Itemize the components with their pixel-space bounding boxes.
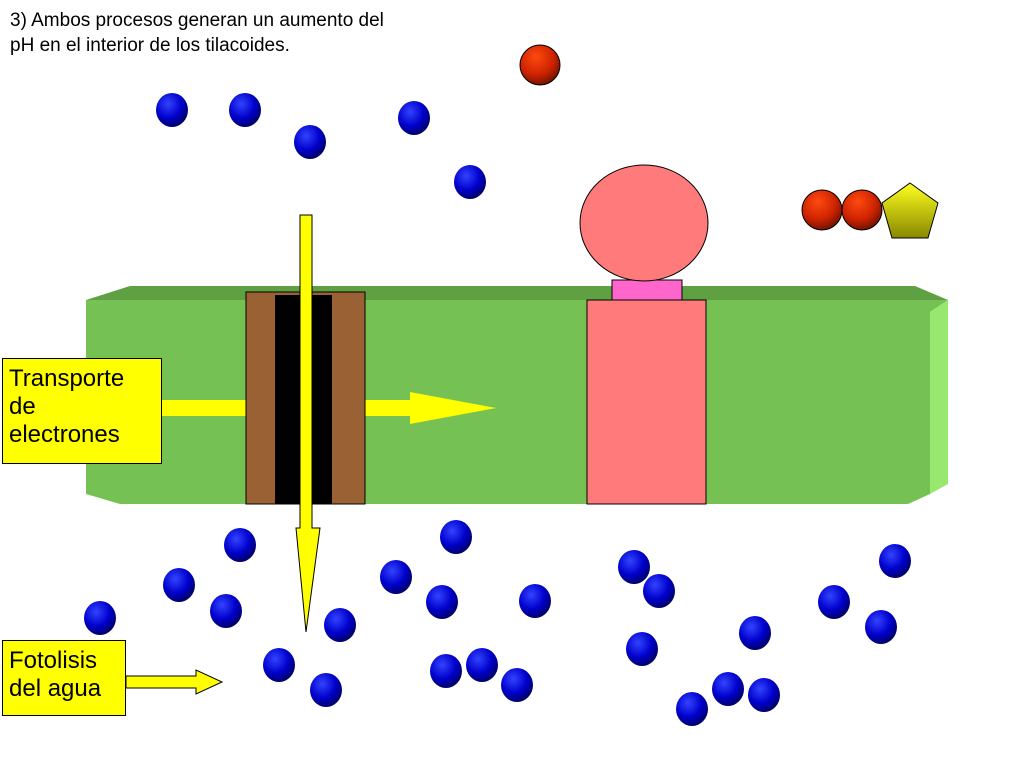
phosphate-sphere bbox=[801, 189, 843, 231]
proton-sphere bbox=[156, 93, 188, 127]
proton-sphere bbox=[626, 632, 658, 666]
heading-line-1: 3) Ambos procesos generan un aumento del bbox=[10, 10, 384, 31]
free-phosphate-sphere bbox=[519, 44, 561, 86]
stroma-protons bbox=[156, 93, 486, 199]
membrane-top-face bbox=[86, 286, 948, 300]
proton-sphere bbox=[163, 568, 195, 602]
label-electron-transport: Transporte de electrones bbox=[2, 358, 162, 464]
heading-line-2: pH en el interior de los tilacoides. bbox=[10, 35, 290, 56]
proton-sphere bbox=[739, 616, 771, 650]
lumen-protons bbox=[84, 520, 911, 726]
atp-synthase-head bbox=[579, 164, 709, 282]
proton-sphere bbox=[501, 668, 533, 702]
label-water-photolysis-line-2: del agua bbox=[9, 675, 102, 702]
proton-sphere bbox=[818, 585, 850, 619]
phosphate-sphere bbox=[841, 189, 883, 231]
photolysis-arrow bbox=[125, 669, 224, 695]
proton-sphere bbox=[519, 584, 551, 618]
atp-synthase bbox=[579, 164, 709, 505]
label-water-photolysis: Fotolisis del agua bbox=[2, 640, 126, 716]
proton-sphere bbox=[879, 544, 911, 578]
label-electron-transport-line-1: Transporte bbox=[9, 365, 125, 392]
atp-synthase-base bbox=[586, 299, 707, 505]
proton-sphere bbox=[426, 585, 458, 619]
proton-sphere bbox=[440, 520, 472, 554]
proton-sphere bbox=[210, 594, 242, 628]
proton-sphere bbox=[324, 608, 356, 642]
proton-sphere bbox=[643, 574, 675, 608]
proton-sphere bbox=[618, 550, 650, 584]
proton-sphere bbox=[398, 101, 430, 135]
atp-synthase-stalk bbox=[611, 279, 683, 301]
label-electron-transport-line-3: electrones bbox=[9, 421, 120, 448]
label-electron-transport-line-2: de bbox=[9, 393, 36, 420]
label-water-photolysis-line-1: Fotolisis bbox=[9, 647, 98, 674]
proton-sphere bbox=[229, 93, 261, 127]
proton-sphere bbox=[676, 692, 708, 726]
proton-sphere bbox=[263, 648, 295, 682]
vertical-yellow-arrow bbox=[295, 214, 321, 633]
proton-sphere bbox=[712, 672, 744, 706]
diagram-heading: 3) Ambos procesos generan un aumento del… bbox=[10, 8, 480, 58]
proton-sphere bbox=[466, 648, 498, 682]
proton-sphere bbox=[454, 165, 486, 199]
proton-sphere bbox=[430, 654, 462, 688]
thylakoid-membrane bbox=[86, 286, 948, 504]
proton-sphere bbox=[380, 560, 412, 594]
proton-sphere bbox=[748, 678, 780, 712]
proton-sphere bbox=[865, 610, 897, 644]
proton-sphere bbox=[84, 601, 116, 635]
proton-sphere bbox=[310, 673, 342, 707]
membrane-side-face bbox=[930, 300, 948, 494]
ribose-pentagon-icon bbox=[881, 182, 939, 239]
adp-molecule bbox=[801, 182, 939, 239]
proton-sphere bbox=[224, 528, 256, 562]
proton-sphere bbox=[294, 125, 326, 159]
